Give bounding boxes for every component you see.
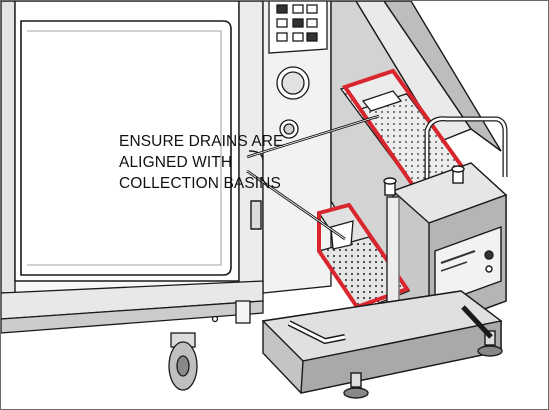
callout-line-1: ENSURE DRAINS ARE xyxy=(119,133,284,150)
callout-line-3: COLLECTION BASINS xyxy=(119,175,281,192)
callout-leader-lines xyxy=(246,114,380,241)
stand-base xyxy=(261,290,503,399)
oven-base xyxy=(1,280,264,391)
oven-body xyxy=(1,1,264,302)
upper-collection-basin xyxy=(339,68,475,200)
callout-line-2: ALIGNED WITH xyxy=(119,154,233,171)
drain-box xyxy=(383,162,508,330)
control-panel xyxy=(262,1,332,294)
callout-label: ENSURE DRAINS ARE ALIGNED WITH COLLECTIO… xyxy=(119,131,319,194)
stand-handle xyxy=(424,116,508,181)
